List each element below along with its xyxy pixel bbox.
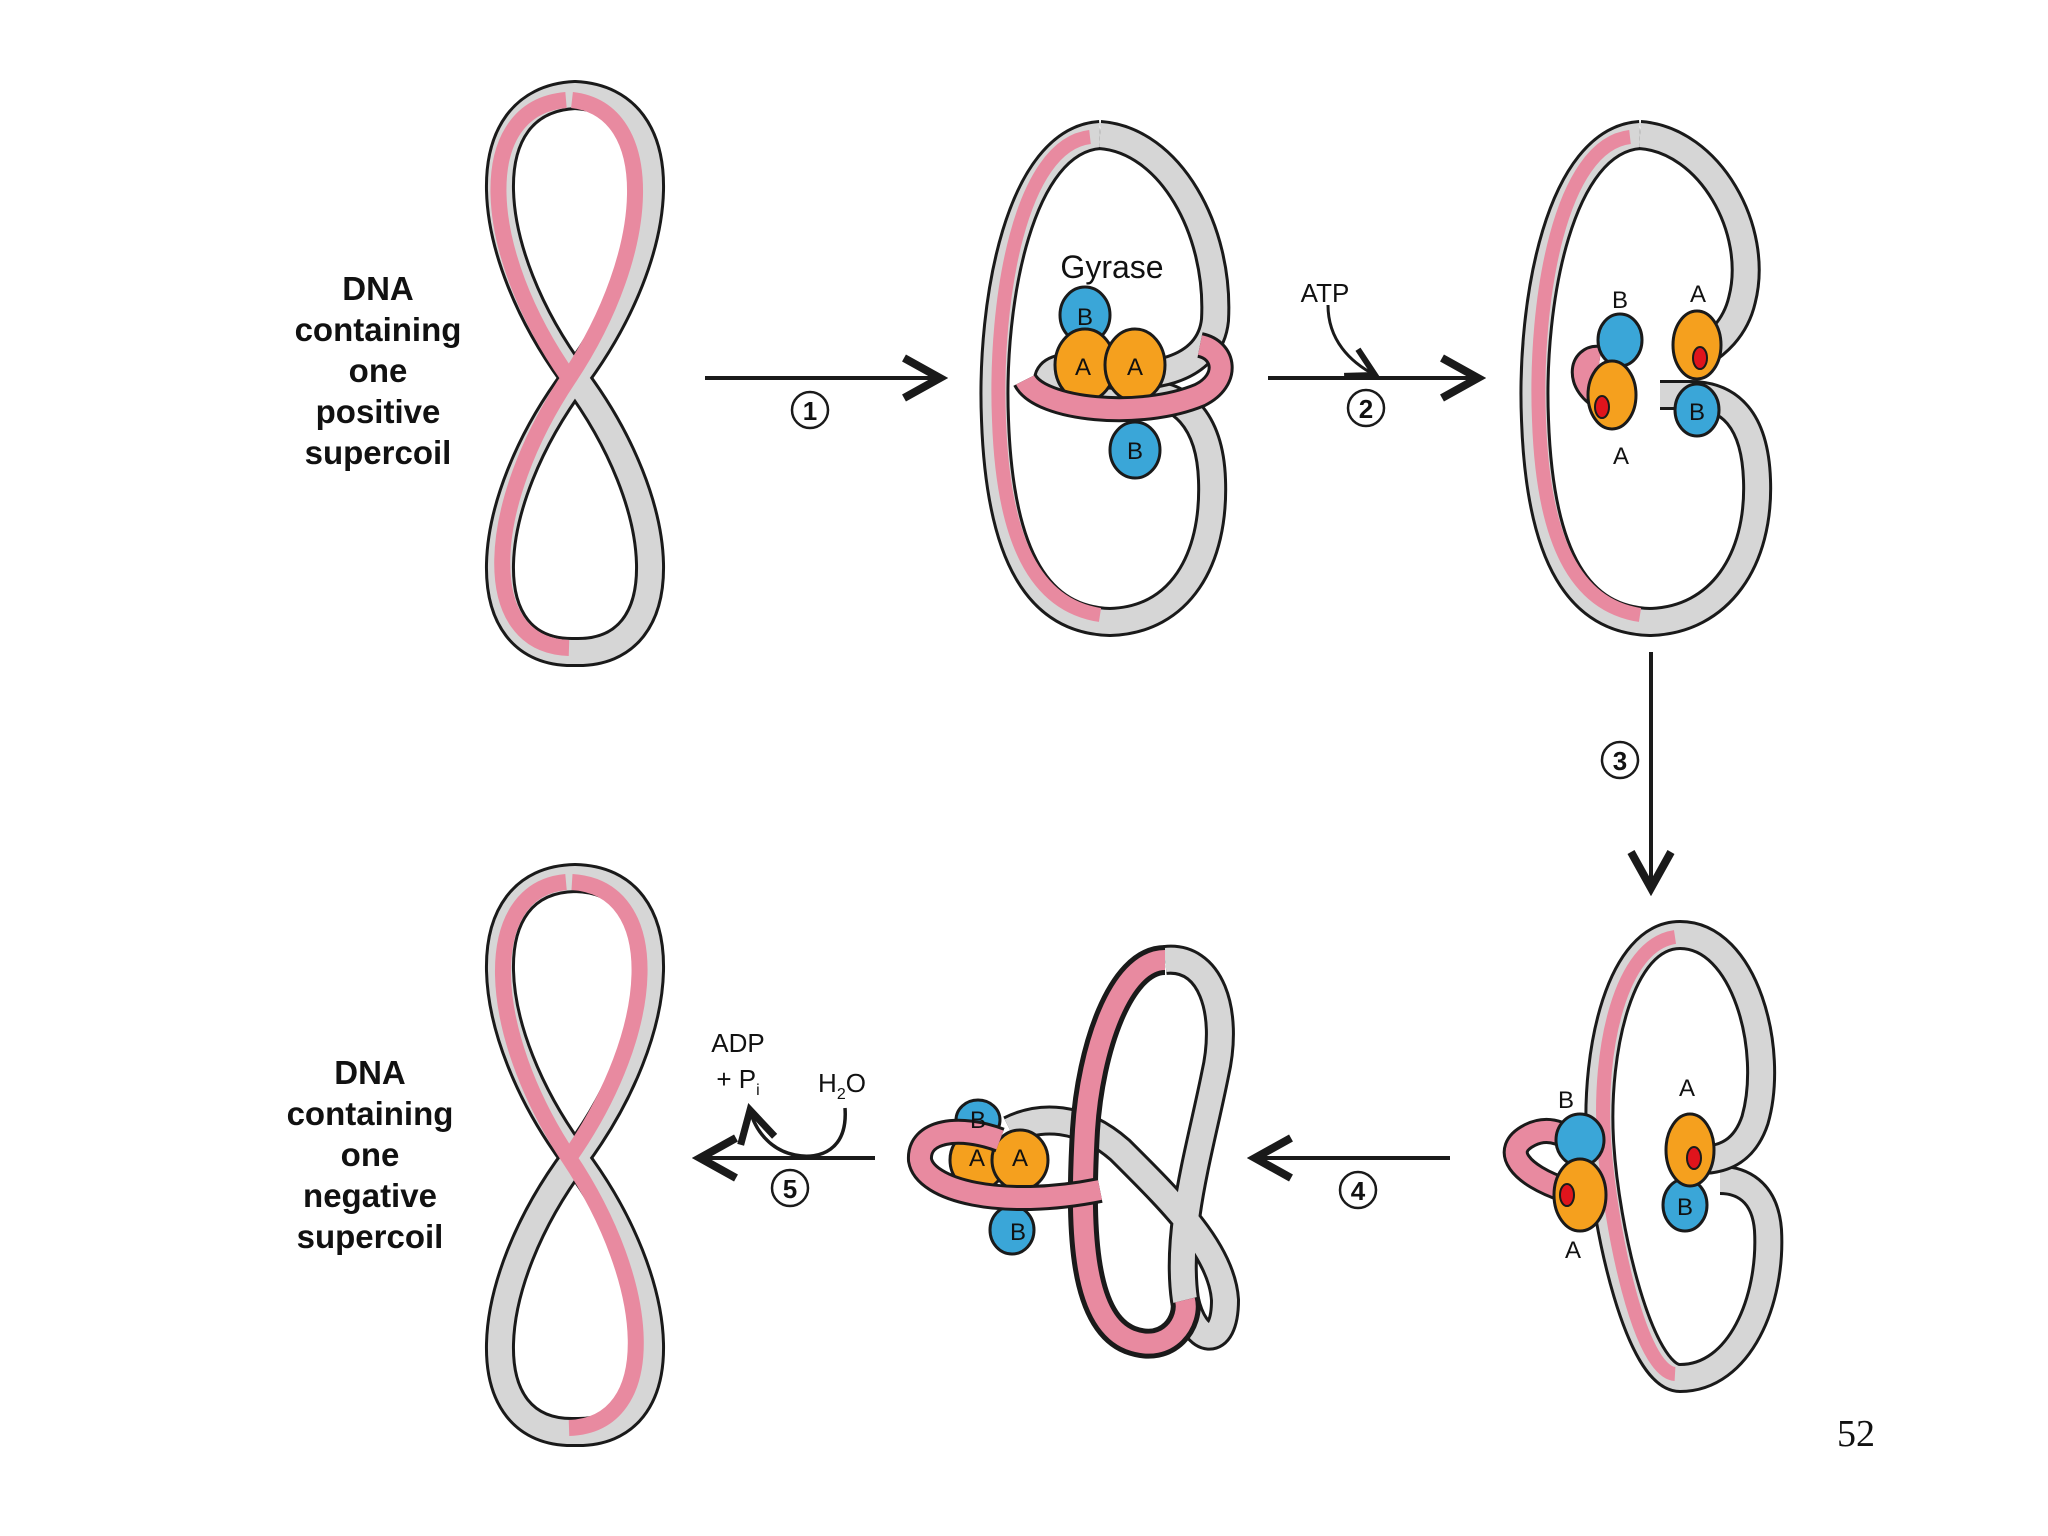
subunit-a-label: A: [1613, 443, 1629, 470]
h2o-subscript: 2: [837, 1086, 846, 1103]
subunit-a-label: A: [969, 1145, 985, 1172]
subunit-b-label: B: [1077, 304, 1093, 331]
h2o-label: H2O: [818, 1068, 866, 1103]
dna-strand-passage: B A B A: [1502, 920, 1784, 1394]
step-5-number: 5: [783, 1174, 797, 1204]
page-number: 52: [1837, 1413, 1875, 1455]
gyrase-label: Gyrase: [1060, 249, 1163, 285]
step-1-arrow: 1: [705, 378, 940, 430]
start-dna-label: DNA containing one positive supercoil: [294, 270, 462, 471]
subunit-b-label: B: [1612, 287, 1628, 314]
subunit-b-label: B: [1677, 1194, 1693, 1221]
step-4-arrow: 4: [1255, 1158, 1450, 1210]
subunit-b-label: B: [1558, 1087, 1574, 1114]
end-dna-label: DNA containing one negative supercoil: [286, 1054, 454, 1255]
dna-positive-supercoil: [484, 79, 666, 668]
subunit-a-label: A: [1075, 354, 1091, 381]
subunit-b-label: B: [1010, 1219, 1026, 1246]
step-2-number: 2: [1359, 394, 1373, 424]
subunit-b-label: B: [970, 1107, 986, 1134]
dna-resealed: B A A B: [907, 944, 1241, 1359]
step-3-number: 3: [1613, 746, 1627, 776]
step-5-arrow: ADP + Pi H2O 5: [700, 1028, 875, 1208]
step-4-number: 4: [1351, 1176, 1366, 1206]
dna-gyrase-bound: B B A A Gyrase: [979, 120, 1234, 638]
subunit-b-label: B: [1127, 438, 1143, 465]
subunit-a-label: A: [1679, 1075, 1695, 1102]
dna-negative-supercoil: [484, 862, 666, 1448]
pi-subscript: i: [756, 1082, 760, 1099]
step-1-number: 1: [803, 396, 817, 426]
adp-label: ADP: [711, 1028, 764, 1058]
subunit-a-label: A: [1127, 354, 1143, 381]
subunit-a-label: A: [1012, 1145, 1028, 1172]
step-3-arrow: 3: [1600, 652, 1651, 888]
dna-gyrase-cleaved: B A B A: [1519, 120, 1773, 638]
subunit-a-label: A: [1565, 1237, 1581, 1264]
atp-label: ATP: [1301, 278, 1350, 308]
pi-label: + Pi: [716, 1064, 759, 1099]
step-2-arrow: ATP 2: [1268, 278, 1478, 428]
subunit-a-label: A: [1690, 281, 1706, 308]
subunit-b-label: B: [1689, 399, 1705, 426]
